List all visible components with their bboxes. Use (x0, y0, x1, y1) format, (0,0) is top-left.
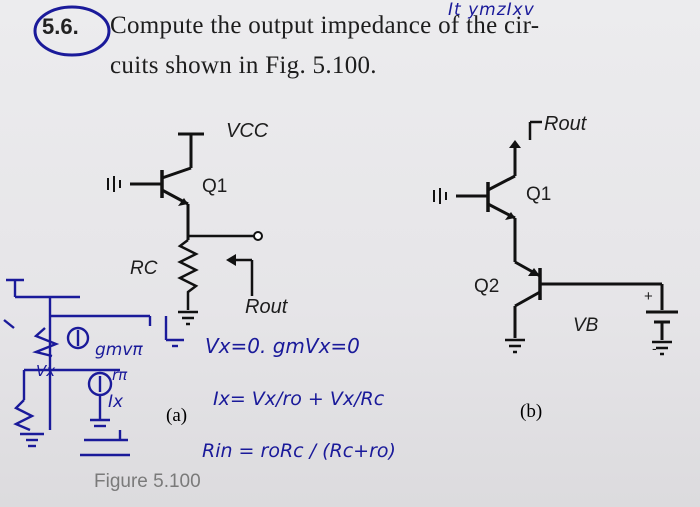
q1-label-a: Q1 (202, 176, 228, 197)
vb-plus: + (644, 288, 653, 305)
handwritten-gm-label: gmvπ (95, 340, 143, 360)
vb-label: VB (573, 315, 599, 336)
rc-label: RC (130, 258, 158, 279)
figure-caption: Figure 5.100 (94, 471, 201, 492)
vb-minus: - (652, 340, 657, 356)
handwritten-ix-label: Ix (108, 392, 124, 412)
problem-text-line1: Compute the output impedance of the cir- (110, 12, 540, 39)
handwritten-note-2: Ix= Vx/ro + Vx/Rc (213, 388, 385, 410)
caption-a: (a) (166, 405, 188, 426)
q2-label-b: Q2 (474, 276, 500, 297)
rout-label-a: Rout (245, 296, 288, 318)
handwritten-note-3: Rin = roRc / (Rc+ro) (202, 440, 396, 462)
handwritten-note-1: Vx=0. gmVx=0 (205, 334, 360, 358)
handwritten-sketch (3, 278, 184, 457)
problem-number: 5.6. (42, 14, 79, 39)
handwritten-annotation-top: It ymzIxv (448, 0, 535, 20)
handwritten-vx-label: Vx (36, 362, 56, 380)
rout-label-b: Rout (544, 113, 587, 135)
problem-text-line2: cuits shown in Fig. 5.100. (110, 52, 377, 79)
caption-b: (b) (520, 401, 543, 422)
vcc-label: VCC (226, 120, 269, 142)
problem-statement: Compute the output impedance of the cir-… (110, 11, 690, 81)
q1-label-b: Q1 (526, 184, 552, 205)
problem-number-circle (33, 5, 111, 57)
handwritten-rpi-label: rπ (112, 366, 128, 384)
